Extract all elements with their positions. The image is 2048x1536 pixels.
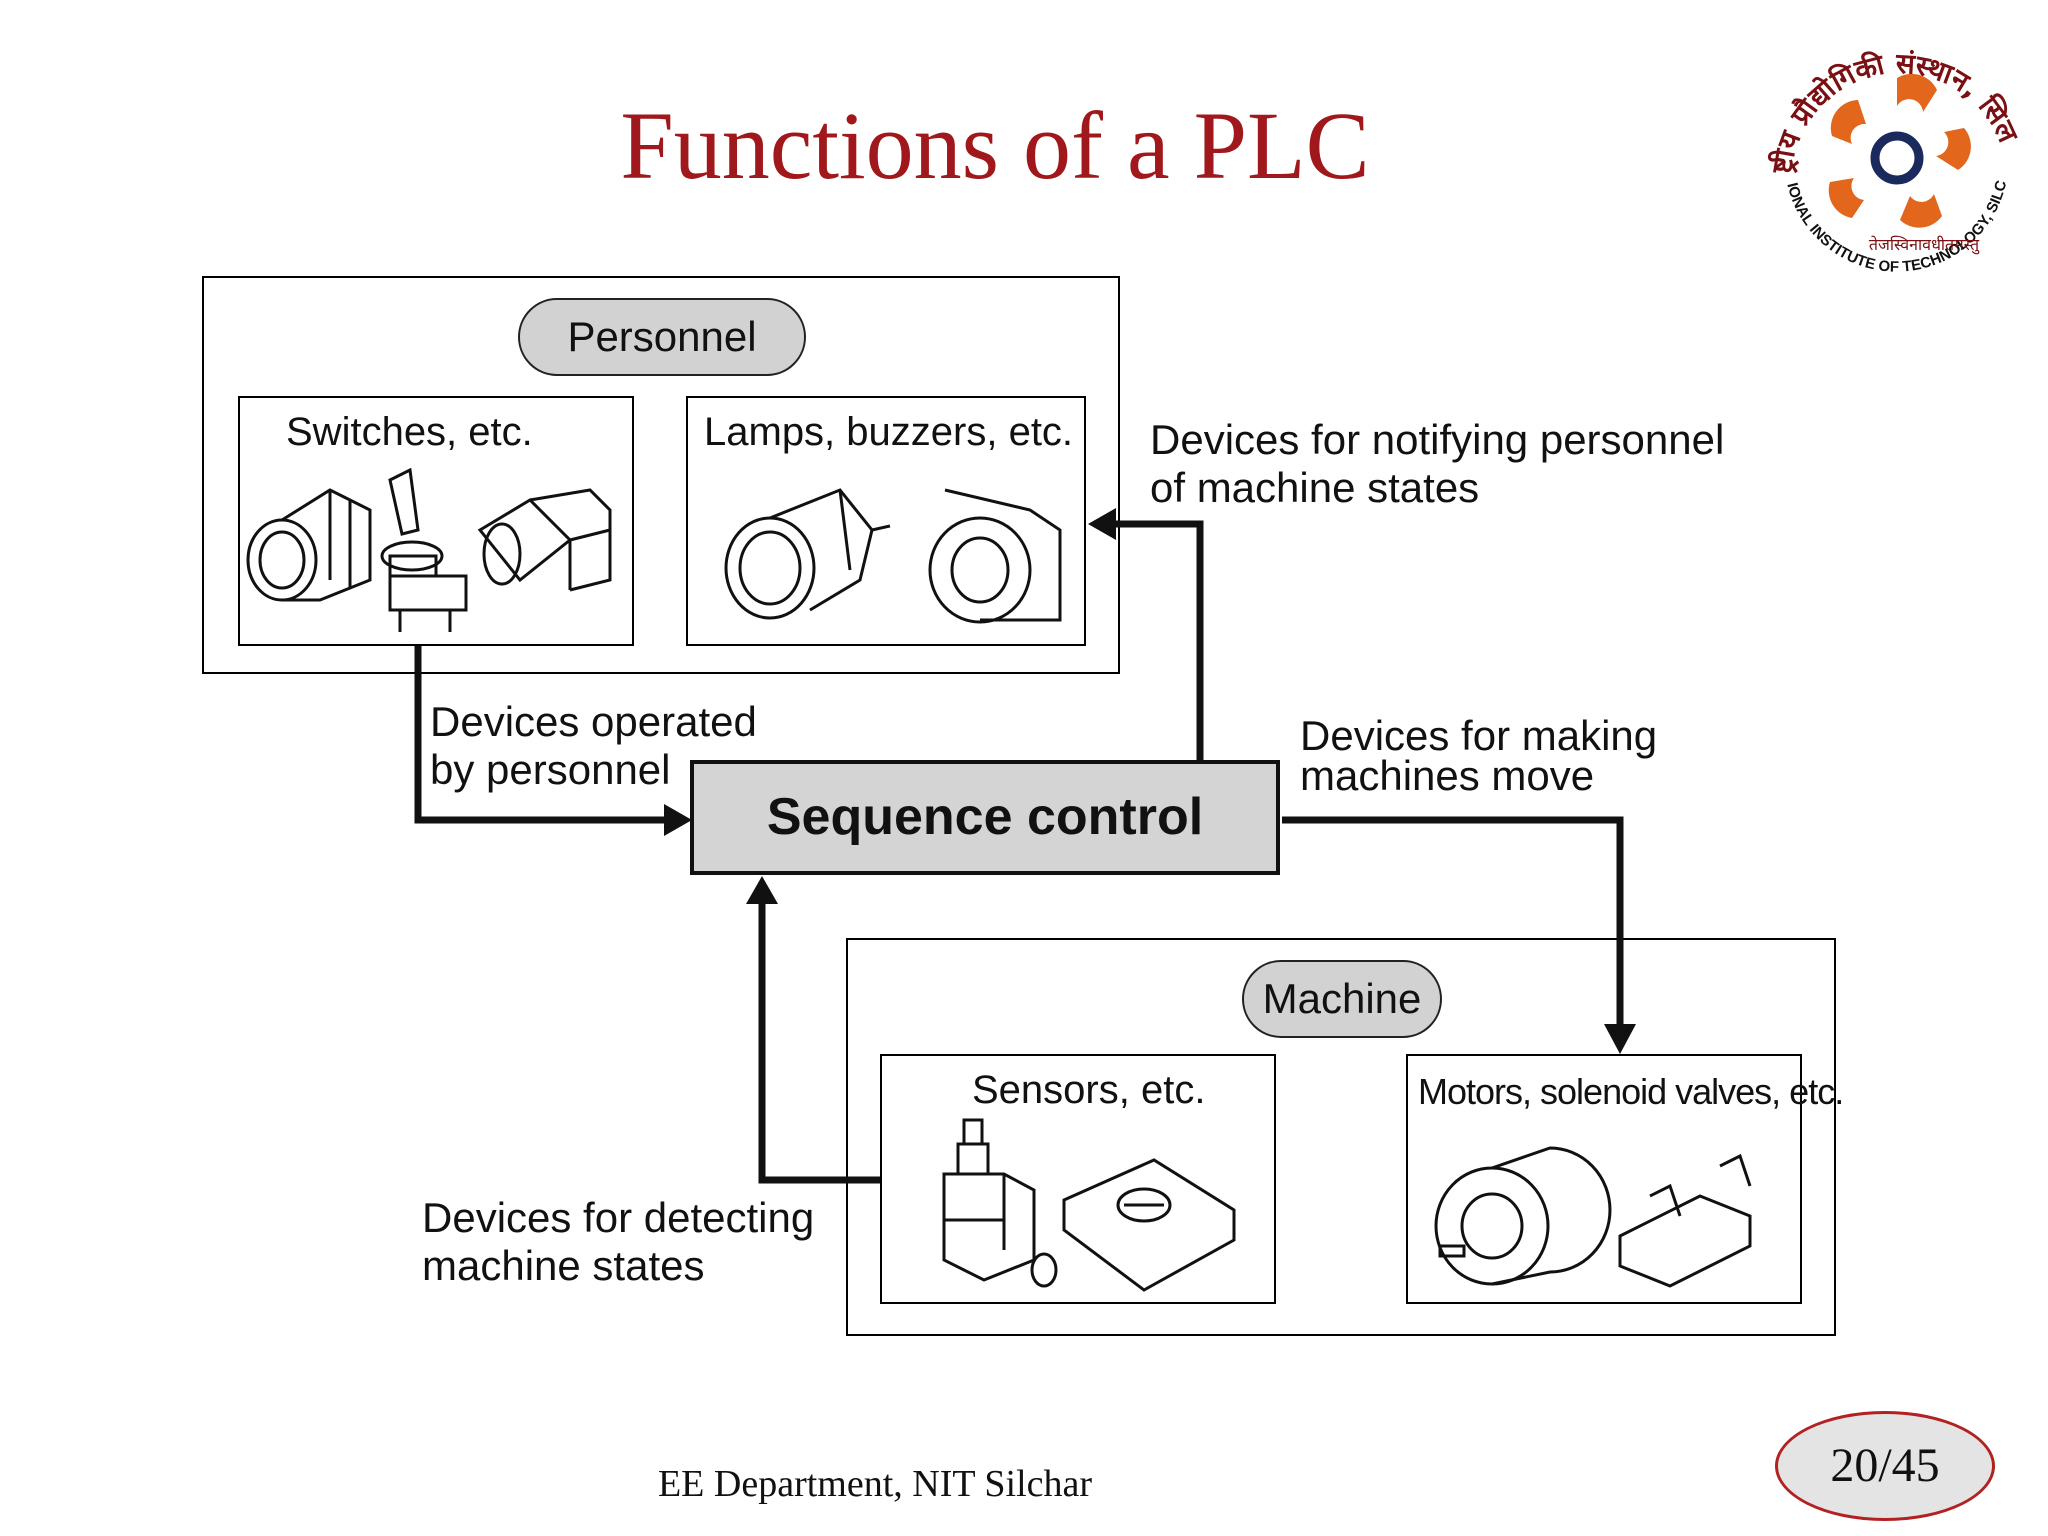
motors-icon [1434,1146,1752,1288]
arrowhead-detect-icon [746,876,778,904]
operated-label-line1: Devices operated [430,698,757,745]
sensors-label: Sensors, etc. [972,1068,1206,1112]
arrowhead-notify-icon [1088,508,1116,540]
motors-box [1406,1054,1802,1304]
arrow-notify [1112,520,1204,760]
institute-logo: राष्ट्रीय प्रौद्योगिकी संस्थान, सिलचर NA… [1742,0,2035,301]
notify-label-line2: of machine states [1150,464,1480,511]
detect-label-line1: Devices for detecting [422,1194,815,1241]
operated-label-line2: by personnel [430,746,671,793]
switches-label: Switches, etc. [286,410,533,454]
logo-emblem-icon [1828,73,1971,228]
personnel-label: Personnel [518,298,806,376]
arrowhead-move-icon [1604,1024,1636,1054]
notify-label-line1: Devices for notifying personnel [1150,416,1725,463]
lamps-icon [724,488,1062,624]
logo-motto: तेजस्विनावधीतमस्तु [1869,235,1980,255]
arrow-move [1282,816,1624,1030]
lamps-label: Lamps, buzzers, etc. [704,410,1074,454]
detect-label-line2: machine states [422,1242,705,1289]
move-label-line1: Devices for making [1300,712,1658,759]
machine-label: Machine [1242,960,1442,1038]
move-label-line2: machines move [1300,752,1595,799]
sequence-control-box: Sequence control [690,760,1280,875]
motors-label: Motors, solenoid valves, etc. [1418,1071,1844,1112]
sensors-icon [942,1118,1236,1292]
switches-icon [246,467,612,632]
switches-box [238,396,634,646]
arrow-detect [758,900,880,1184]
slide-footer: EE Department, NIT Silchar [657,1463,1093,1505]
arrow-operated [414,646,670,824]
slide-title: Functions of a PLC [620,92,1370,199]
page-number-badge: 20/45 [1775,1411,1995,1521]
arrowhead-operated-icon [664,804,692,836]
